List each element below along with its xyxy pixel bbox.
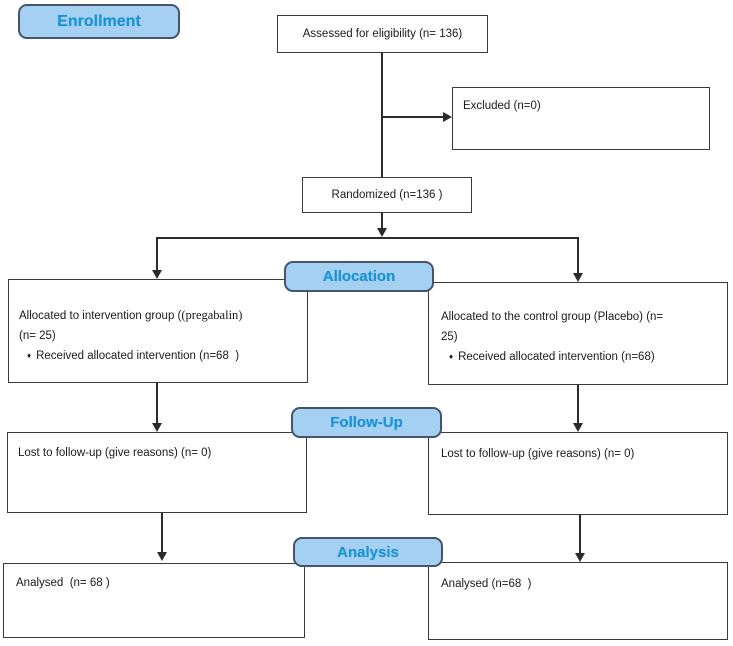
line-branch-to-excluded bbox=[383, 116, 444, 118]
allocated-intervention-line2: (n= 25) bbox=[19, 330, 56, 342]
line-split-horizontal bbox=[156, 237, 579, 239]
allocated-intervention-line1-sans: Allocated to intervention group ( bbox=[19, 310, 182, 322]
line-followup-to-analysis-left bbox=[161, 513, 163, 553]
line-split-to-control bbox=[577, 237, 579, 274]
allocated-control-bullet-line: ♦ Received allocated intervention (n=68) bbox=[441, 347, 721, 367]
line-intervention-to-followup bbox=[156, 382, 158, 424]
arrowhead-to-control bbox=[573, 273, 583, 282]
badge-enrollment: Enrollment bbox=[18, 4, 180, 39]
lost-followup-right-text: Lost to follow-up (give reasons) (n= 0) bbox=[441, 448, 635, 460]
allocated-intervention-line1: Allocated to intervention group ((pregab… bbox=[19, 305, 301, 326]
randomized-text: Randomized (n=136 ) bbox=[331, 188, 443, 201]
badge-followup: Follow-Up bbox=[291, 407, 442, 438]
allocated-control-bullet-text: Received allocated intervention (n=68) bbox=[458, 351, 655, 363]
line-followup-to-analysis-right bbox=[579, 515, 581, 554]
assessed-text: Assessed for eligibility (n= 136) bbox=[302, 27, 463, 40]
badge-allocation: Allocation bbox=[284, 261, 434, 292]
box-excluded: Excluded (n=0) bbox=[452, 87, 710, 150]
lost-followup-left-text: Lost to follow-up (give reasons) (n= 0) bbox=[18, 447, 212, 459]
analysed-left-text: Analysed (n= 68 ) bbox=[16, 577, 110, 589]
diamond-bullet-icon: ♦ bbox=[449, 352, 454, 361]
box-lost-to-followup-left: Lost to follow-up (give reasons) (n= 0) bbox=[7, 432, 307, 513]
allocated-intervention-bullet-text: Received allocated intervention (n=68 ) bbox=[36, 350, 240, 362]
line-randomized-to-split bbox=[381, 213, 383, 230]
arrowhead-followup-to-analysis-right bbox=[575, 553, 585, 562]
arrowhead-followup-to-analysis-left bbox=[157, 552, 167, 561]
arrowhead-randomized-to-split bbox=[377, 228, 387, 237]
diamond-bullet-icon: ♦ bbox=[27, 351, 32, 360]
arrowhead-control-to-followup bbox=[573, 423, 583, 432]
box-analysed-right: Analysed (n=68 ) bbox=[428, 562, 728, 640]
box-allocated-intervention: Allocated to intervention group ((pregab… bbox=[8, 279, 308, 383]
badge-analysis: Analysis bbox=[293, 537, 443, 567]
arrowhead-to-intervention bbox=[152, 270, 162, 279]
allocated-intervention-line1-serif: (pregabalin) bbox=[181, 308, 243, 322]
line-assessed-to-randomized bbox=[381, 53, 383, 177]
allocated-control-line1: Allocated to the control group (Placebo)… bbox=[441, 311, 664, 323]
box-allocated-control: Allocated to the control group (Placebo)… bbox=[428, 282, 728, 385]
box-assessed-for-eligibility: Assessed for eligibility (n= 136) bbox=[277, 15, 488, 53]
allocated-intervention-bullet-line: ♦ Received allocated intervention (n=68 ) bbox=[19, 346, 301, 366]
box-lost-to-followup-right: Lost to follow-up (give reasons) (n= 0) bbox=[428, 432, 728, 515]
arrowhead-to-excluded bbox=[443, 112, 452, 122]
allocated-control-line2: 25) bbox=[441, 331, 458, 343]
box-analysed-left: Analysed (n= 68 ) bbox=[3, 563, 305, 638]
line-control-to-followup bbox=[577, 385, 579, 424]
arrowhead-intervention-to-followup bbox=[152, 423, 162, 432]
analysed-right-text: Analysed (n=68 ) bbox=[441, 578, 532, 590]
box-randomized: Randomized (n=136 ) bbox=[302, 177, 472, 213]
excluded-text: Excluded (n=0) bbox=[463, 100, 541, 112]
line-split-to-intervention bbox=[156, 237, 158, 271]
